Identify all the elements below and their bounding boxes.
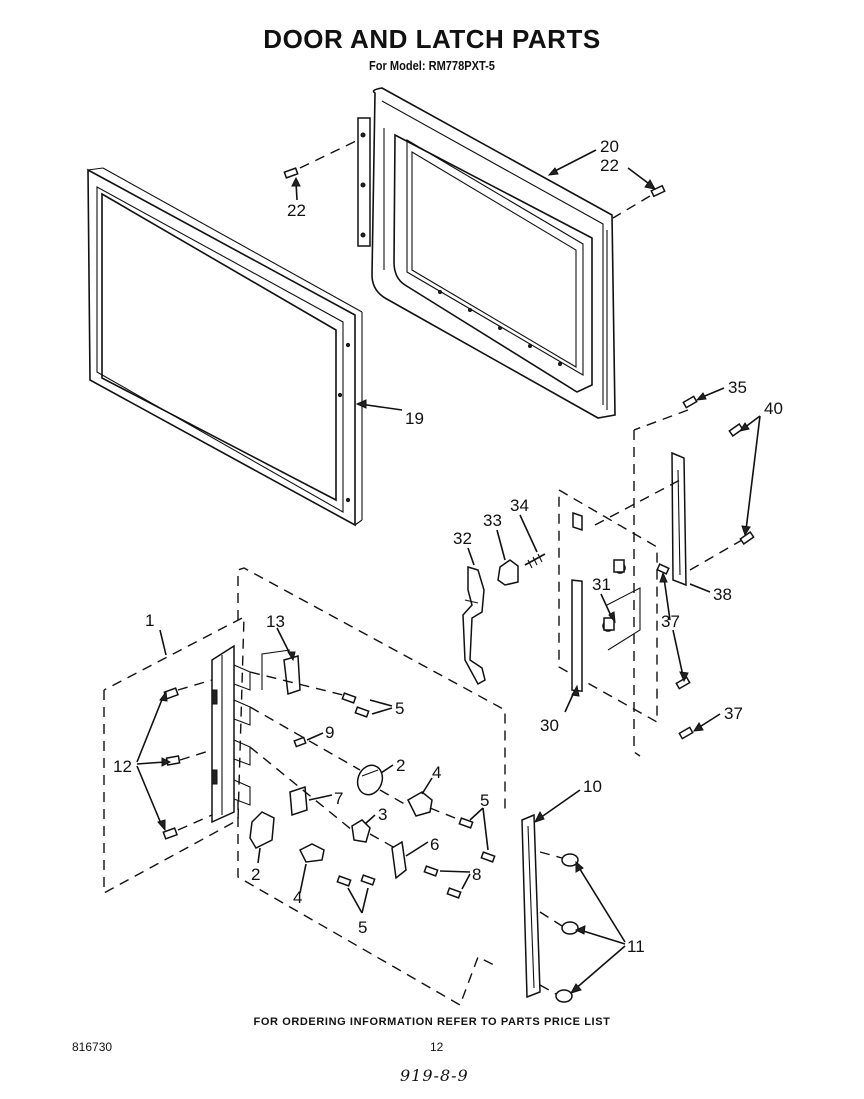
- latch-cam-2-lower: [249, 811, 275, 864]
- ordering-info-note: FOR ORDERING INFORMATION REFER TO PARTS …: [253, 1016, 611, 1028]
- spring-3: [249, 746, 396, 849]
- bumpers-11: [539, 851, 626, 1003]
- page-number: 12: [430, 1040, 444, 1054]
- callout-7: 7: [334, 789, 343, 808]
- panel-edge-dots: [438, 290, 562, 366]
- callout-10: 10: [583, 777, 602, 796]
- insulator-7: [289, 785, 333, 817]
- callout-8: 8: [472, 865, 481, 884]
- page-title: DOOR AND LATCH PARTS: [263, 24, 601, 54]
- callout-9: 9: [325, 723, 334, 742]
- callout-2-upper: 2: [396, 756, 405, 775]
- leader-19: [359, 403, 403, 411]
- screw-9: [249, 706, 361, 771]
- screws-5-lower: [336, 874, 376, 914]
- model-subtitle: For Model: RM778PXT-5: [369, 58, 495, 73]
- leader-19-arrow: [355, 399, 367, 409]
- callout-33: 33: [483, 511, 502, 530]
- leader-30-arrow: [571, 684, 580, 697]
- screws-8: [423, 865, 471, 899]
- screws-12: [136, 679, 213, 840]
- spring-34: [524, 553, 546, 569]
- document-number: 816730: [72, 1040, 113, 1054]
- callout-19: 19: [405, 409, 424, 428]
- callout-2-lower: 2: [251, 865, 260, 884]
- bracket-13: [261, 627, 301, 696]
- leader-1: [159, 629, 167, 656]
- callout-5-upper: 5: [395, 699, 404, 718]
- callout-labels: 1 2 2 3 4 4 5 5 5 6 7 8 9 10 11 12 13 19…: [113, 137, 783, 956]
- screws-5-upper: [249, 671, 393, 718]
- door-frame-19: [87, 167, 363, 527]
- callout-13: 13: [266, 612, 285, 631]
- lever-6: [391, 840, 429, 880]
- leader-34: [519, 514, 538, 553]
- latch-lever-32: [462, 565, 486, 686]
- inner-door-panel-20: [357, 87, 616, 419]
- leader-20-arrow: [547, 167, 559, 176]
- callout-5-lower: 5: [358, 918, 367, 937]
- actuator-4-upper: [379, 777, 433, 817]
- screw-22-left: [283, 139, 359, 201]
- callout-37-lower: 37: [724, 704, 743, 723]
- callout-22-right: 22: [600, 156, 619, 175]
- door-seal-strip-10: [521, 789, 581, 999]
- latch-plate-assembly-1: [103, 567, 506, 1007]
- leader-20: [552, 149, 597, 173]
- screws-40: [728, 415, 761, 545]
- latch-housing-30: [558, 489, 658, 724]
- callout-4-lower: 4: [293, 888, 302, 907]
- latch-cam-2-upper: [356, 764, 394, 796]
- callout-1: 1: [145, 611, 154, 630]
- callout-37-upper: 37: [661, 612, 680, 631]
- callout-38: 38: [713, 585, 732, 604]
- screws-37: [656, 563, 721, 740]
- callout-12: 12: [113, 757, 132, 776]
- callout-11: 11: [627, 937, 645, 956]
- screw-35: [682, 387, 725, 409]
- latch-hook-33: [497, 559, 519, 586]
- callout-20: 20: [600, 137, 619, 156]
- screw-22-right: [612, 167, 666, 219]
- callout-32: 32: [453, 529, 472, 548]
- callout-34: 34: [510, 496, 529, 515]
- handwritten-note: 919-8-9: [400, 1066, 469, 1085]
- callout-31: 31: [592, 575, 611, 594]
- callout-30: 30: [540, 716, 559, 735]
- screws-5-right: [429, 807, 496, 863]
- callout-6: 6: [430, 835, 439, 854]
- callout-5-right: 5: [480, 791, 489, 810]
- callout-35: 35: [728, 378, 747, 397]
- callout-40: 40: [764, 399, 783, 418]
- leader-33: [496, 529, 506, 561]
- actuator-4-lower: [298, 843, 325, 894]
- leader-32: [467, 547, 475, 566]
- callout-4-upper: 4: [432, 763, 441, 782]
- interlock-bracket-38: [594, 409, 743, 757]
- callout-3: 3: [378, 805, 387, 824]
- callout-22-left: 22: [287, 201, 306, 220]
- switch-31: [600, 559, 625, 631]
- leader-38: [689, 583, 711, 593]
